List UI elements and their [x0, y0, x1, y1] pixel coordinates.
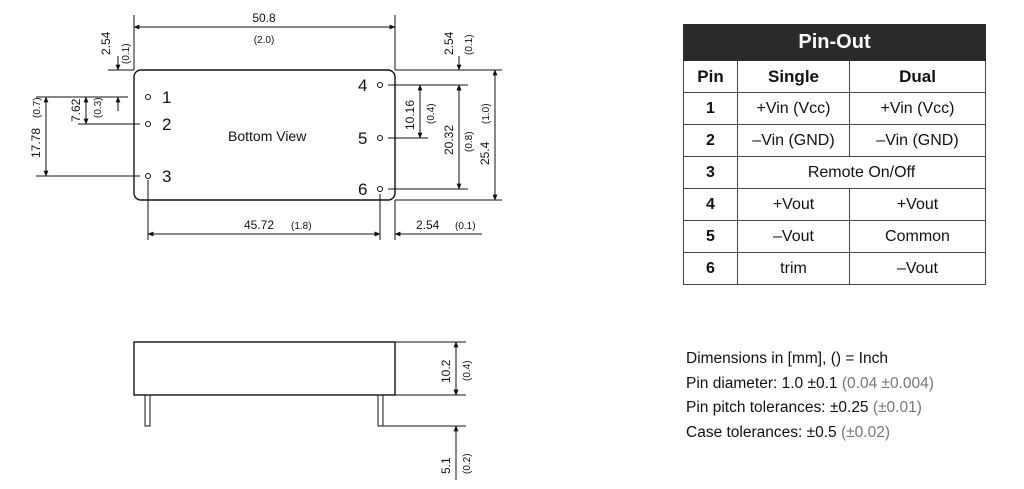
length-in: (2.0) [254, 35, 275, 46]
table-row: 5 –Vout Common [683, 220, 986, 253]
pin46-spacing-in: (0.8) [464, 131, 475, 152]
note-line: Pin pitch tolerances: ±0.25 (±0.01) [686, 396, 934, 421]
pin12-spacing-mm: 7.62 [69, 98, 83, 122]
table-row: 2 –Vin (GND) –Vin (GND) [683, 124, 986, 157]
pin-cell: 1 [683, 92, 738, 125]
dimension-notes: Dimensions in [mm], () = Inch Pin diamet… [686, 347, 934, 445]
side-view [133, 341, 466, 480]
pin-label-4: 4 [358, 76, 367, 95]
merged-cell: Remote On/Off [737, 156, 986, 189]
pin-4-hole [377, 82, 383, 88]
pin-row-spacing-mm: 45.72 [244, 218, 274, 232]
pin-cell: 4 [683, 188, 738, 221]
single-cell: trim [737, 252, 850, 285]
bottom-view [36, 15, 502, 240]
header-single: Single [737, 60, 850, 93]
header-dual: Dual [849, 60, 986, 93]
width-in: (1.0) [481, 103, 492, 124]
pin-offset-top-mm: 2.54 [99, 31, 113, 55]
pin-label-6: 6 [358, 180, 367, 199]
pin-label-3: 3 [162, 167, 171, 186]
note-line: Pin diameter: 1.0 ±0.1 (0.04 ±0.004) [686, 372, 934, 397]
pinout-table: Pin-Out Pin Single Dual 1 +Vin (Vcc) +Vi… [683, 24, 986, 285]
pin-label-2: 2 [162, 115, 171, 134]
pin-row-spacing-in: (1.8) [291, 221, 312, 232]
width-mm: 25.4 [478, 141, 492, 165]
dual-cell: +Vin (Vcc) [849, 92, 986, 125]
table-row: 4 +Vout +Vout [683, 188, 986, 221]
pin46-spacing-mm: 20.32 [442, 125, 456, 155]
note-line: Dimensions in [mm], () = Inch [686, 347, 934, 372]
dual-cell: Common [849, 220, 986, 253]
pin-3-hole [145, 173, 151, 179]
pin-label-1: 1 [162, 88, 171, 107]
pin45-spacing-in: (0.4) [426, 103, 437, 124]
bottom-view-text: 1 2 3 4 5 6 Bottom View 50.8 (2.0) 2.54 … [29, 11, 492, 232]
side-pin-right [377, 394, 384, 427]
view-label: Bottom View [228, 128, 307, 144]
pin-cell: 2 [683, 124, 738, 157]
note-inch-value: (±0.01) [872, 399, 922, 416]
height-mm: 10.2 [439, 359, 453, 383]
table-row: 1 +Vin (Vcc) +Vin (Vcc) [683, 92, 986, 125]
pin-1-hole [145, 94, 151, 100]
pin12-spacing-in: (0.3) [93, 97, 104, 118]
length-mm: 50.8 [252, 11, 276, 25]
header-pin: Pin [683, 60, 738, 93]
pin-label-5: 5 [358, 129, 367, 148]
single-cell: +Vin (Vcc) [737, 92, 850, 125]
single-cell: –Vout [737, 220, 850, 253]
table-row: 6 trim –Vout [683, 252, 986, 285]
dual-cell: –Vin (GND) [849, 124, 986, 157]
pin-2-hole [145, 121, 151, 127]
pin13-spacing-in: (0.7) [32, 97, 43, 118]
note-text: Dimensions in [mm], () = Inch [686, 350, 888, 367]
pin-offset-end-in: (0.1) [455, 221, 476, 232]
pin-length-in: (0.2) [462, 453, 473, 474]
note-text: Pin pitch tolerances: ±0.25 [686, 399, 869, 416]
pinout-header-row: Pin Single Dual [683, 60, 986, 93]
single-cell: –Vin (GND) [737, 124, 850, 157]
note-text: Pin diameter: 1.0 ±0.1 [686, 374, 838, 392]
pin-offset-top-in: (0.1) [121, 43, 132, 64]
side-view-text: 10.2 (0.4) 5.1 (0.2) [439, 359, 473, 474]
note-inch-value: (0.04 ±0.004) [841, 374, 934, 392]
pin-cell: 5 [683, 220, 738, 253]
dual-cell: +Vout [849, 188, 986, 221]
pin-offset-end-mm: 2.54 [416, 218, 440, 232]
single-cell: +Vout [737, 188, 850, 221]
pin-offset-right-in: (0.1) [464, 34, 475, 55]
height-in: (0.4) [462, 360, 473, 381]
pin13-spacing-mm: 17.78 [29, 128, 43, 158]
note-inch-value: (±0.02) [840, 423, 890, 441]
pin-cell: 6 [683, 252, 738, 285]
pin-cell: 3 [683, 156, 738, 189]
dual-cell: –Vout [849, 252, 986, 285]
side-pin-left [144, 394, 151, 427]
note-line: Case tolerances: ±0.5 (±0.02) [686, 421, 934, 446]
module-body-side [133, 341, 396, 396]
pinout-title: Pin-Out [683, 24, 986, 61]
pin-6-hole [377, 186, 383, 192]
pin45-spacing-mm: 10.16 [403, 100, 417, 130]
module-outline [133, 69, 396, 201]
pin-offset-right-mm: 2.54 [442, 31, 456, 55]
table-row: 3 Remote On/Off [683, 156, 986, 189]
pin-5-hole [377, 135, 383, 141]
pin-length-mm: 5.1 [439, 457, 453, 474]
note-text: Case tolerances: ±0.5 [686, 423, 837, 441]
